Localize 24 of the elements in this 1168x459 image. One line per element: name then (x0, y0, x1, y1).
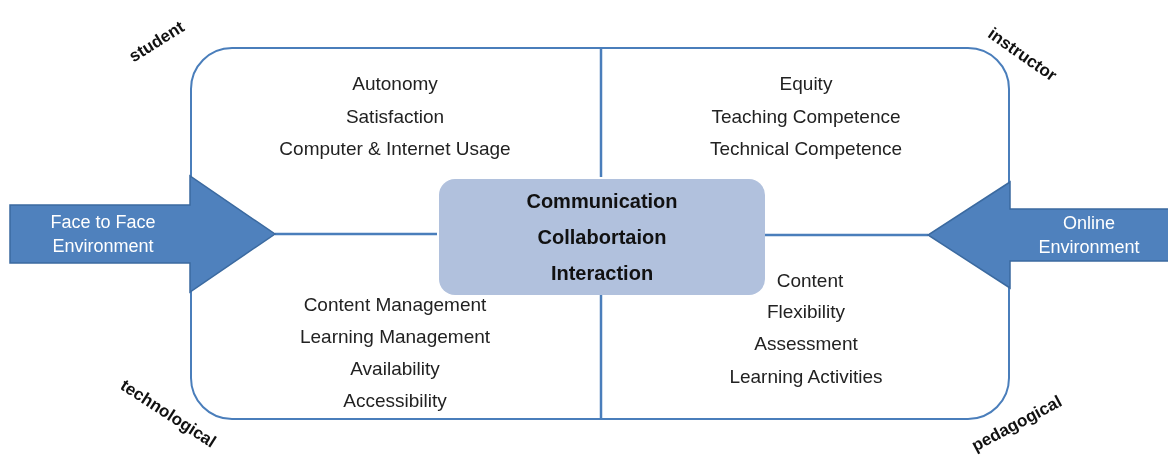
factor-label: Availability (350, 358, 440, 380)
block-arrow (928, 182, 1168, 288)
factor-label: Learning Management (299, 326, 491, 348)
arrow-label: Face to Face Environment (49, 211, 157, 258)
center-text: Interaction (550, 261, 654, 286)
factor-label: Assessment (754, 333, 858, 355)
factor-label: Content (776, 270, 844, 292)
factor-label: Autonomy (352, 73, 438, 95)
factor-label: Technical Competence (709, 138, 903, 160)
factor-label: Teaching Competence (711, 106, 901, 128)
factor-label: Satisfaction (345, 106, 445, 128)
block-arrow (10, 176, 275, 292)
center-text: Communication (526, 189, 678, 214)
center-box (439, 179, 765, 295)
connector-line (275, 232, 437, 236)
factor-label: Learning Activities (729, 366, 883, 388)
factor-label: Accessibility (343, 390, 447, 412)
center-text: Collabortaion (537, 225, 667, 250)
factor-label: Equity (779, 73, 833, 95)
factor-label: Flexibility (766, 301, 846, 323)
arrow-label: Online Environment (1037, 212, 1141, 259)
factor-label: Computer & Internet Usage (279, 138, 511, 160)
connector-line (763, 233, 928, 237)
factor-label: Content Management (303, 294, 487, 316)
